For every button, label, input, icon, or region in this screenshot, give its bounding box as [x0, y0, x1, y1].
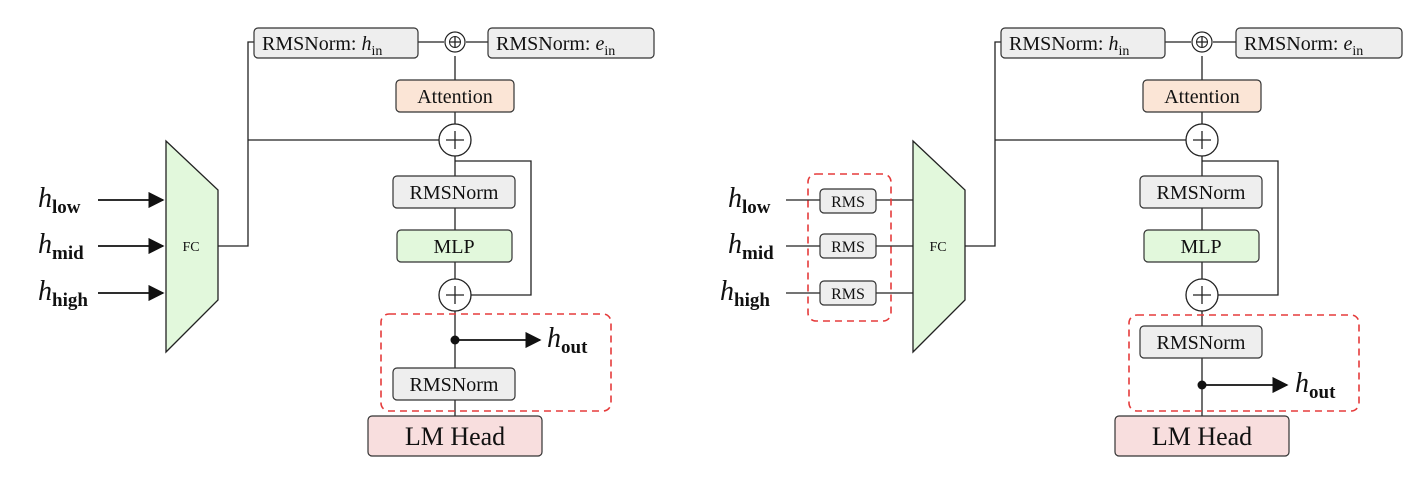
rmsnorm-ein-box-r: [1235, 27, 1403, 59]
rmsnorm-ein-label: RMSNorm: ein: [496, 33, 615, 59]
input-label-low: hlow: [38, 183, 81, 218]
final-norm-dashed-region: [380, 313, 612, 412]
lm-head-label: LM Head: [405, 422, 505, 451]
left-diagram: FC RMSNorm: hin RMSNorm: ein Attention R…: [38, 27, 655, 457]
fc-block: [165, 139, 219, 354]
mlp-label: MLP: [433, 236, 474, 258]
rmsnorm-hin-label: RMSNorm: hin: [262, 33, 382, 59]
output-label-r: hout: [1295, 368, 1336, 403]
final-norm-dashed-region-r: [1128, 314, 1360, 412]
rms-box-mid: [819, 233, 877, 259]
rmsnorm-final-label: RMSNorm: [410, 374, 499, 396]
rmsnorm-pre-mlp-label: RMSNorm: [410, 182, 499, 204]
lm-head-label-r: LM Head: [1152, 422, 1252, 451]
rms-label-high: RMS: [831, 286, 865, 303]
rms-label-mid: RMS: [831, 239, 865, 256]
fc-block-r: [912, 139, 966, 354]
rmsnorm-final-box-r: [1139, 325, 1263, 359]
mlp-box-r: [1143, 229, 1260, 263]
rmsnorm-hin-box-r: [1000, 27, 1166, 59]
input-label-high: hhigh: [38, 276, 88, 311]
input-label-high-r: hhigh: [720, 276, 770, 311]
rmsnorm-final-box: [392, 367, 516, 401]
rmsnorm-pre-mlp-box: [392, 175, 516, 209]
attention-box: [395, 79, 515, 113]
wire-fc-to-rmsnorm-h: [218, 41, 254, 247]
rms-dashed-region: [807, 173, 892, 322]
rms-box-high: [819, 280, 877, 306]
right-diagram: RMS RMS RMS FC RMSNorm: hin RMSNorm: ein…: [720, 27, 1403, 457]
lm-head-box: [367, 415, 543, 457]
rmsnorm-final-label-r: RMSNorm: [1157, 332, 1246, 354]
rmsnorm-pre-mlp-box-r: [1139, 175, 1263, 209]
fc-label: FC: [182, 240, 199, 255]
rms-box-low: [819, 188, 877, 214]
lm-head-box-r: [1114, 415, 1290, 457]
rms-label-low: RMS: [831, 194, 865, 211]
mlp-label-r: MLP: [1180, 236, 1221, 258]
fc-label-r: FC: [929, 240, 946, 255]
mlp-box: [396, 229, 513, 263]
output-label: hout: [547, 323, 588, 358]
rmsnorm-ein-label-r: RMSNorm: ein: [1244, 33, 1363, 59]
rmsnorm-pre-mlp-label-r: RMSNorm: [1157, 182, 1246, 204]
input-label-mid: hmid: [38, 229, 84, 264]
rmsnorm-hin-box: [253, 27, 419, 59]
attention-label: Attention: [417, 86, 493, 108]
attention-label-r: Attention: [1164, 86, 1240, 108]
rmsnorm-ein-box: [487, 27, 655, 59]
rmsnorm-hin-label-r: RMSNorm: hin: [1009, 33, 1129, 59]
input-label-low-r: hlow: [728, 183, 771, 218]
wire-residual: [455, 160, 532, 296]
input-label-mid-r: hmid: [728, 229, 774, 264]
attention-box-r: [1142, 79, 1262, 113]
